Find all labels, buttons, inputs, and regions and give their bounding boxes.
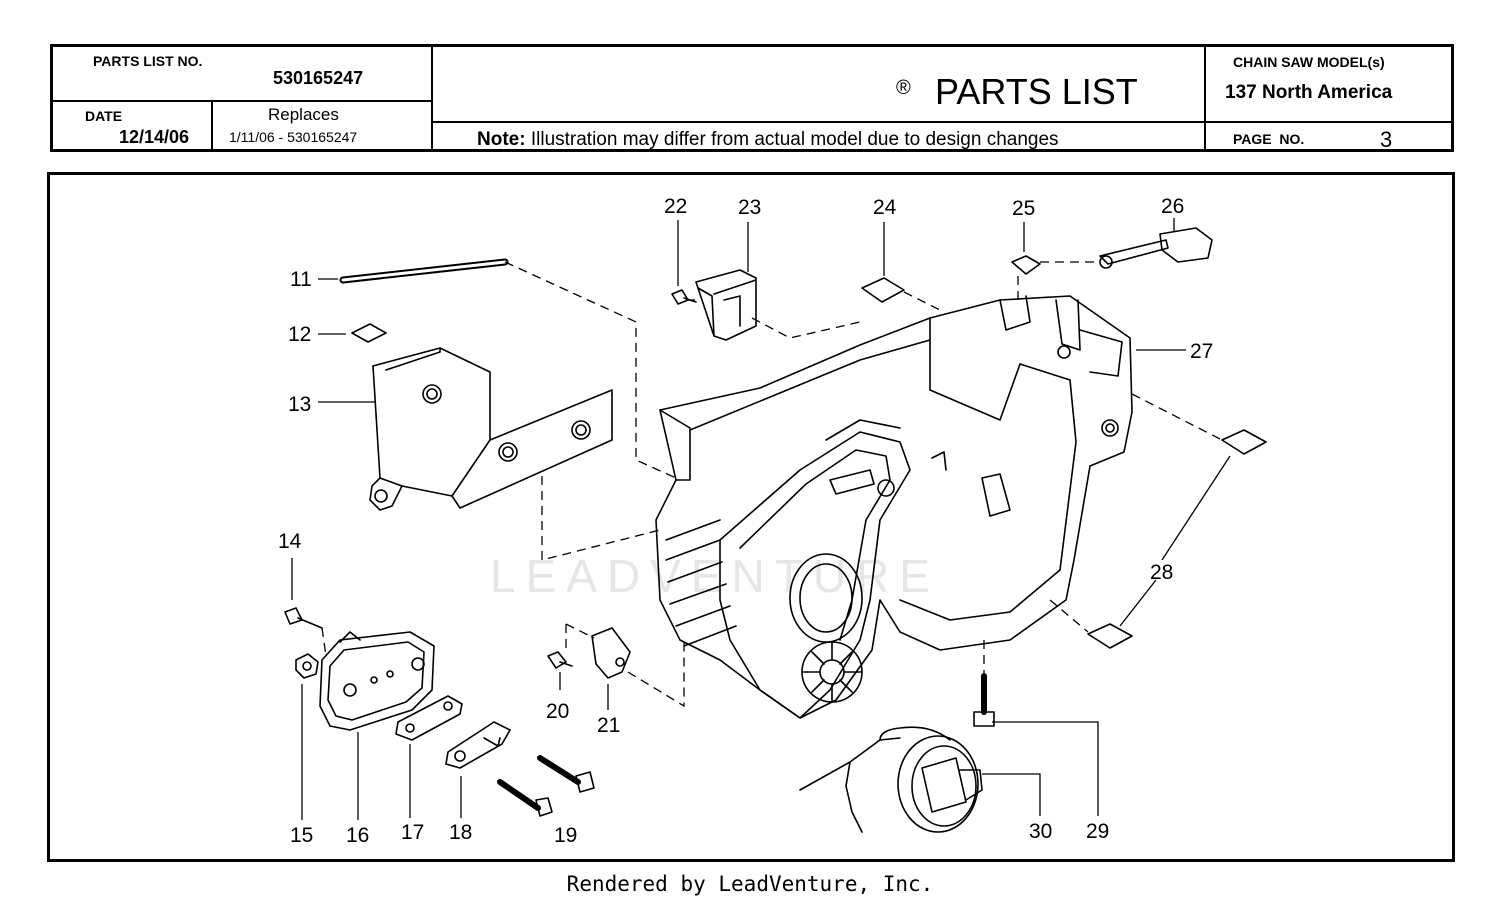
part-drawings: [284, 227, 1267, 833]
callout-16: 16: [346, 824, 369, 847]
part-29-bolt: [973, 673, 995, 727]
parts-list-header: PARTS LIST NO. 530165247 DATE 12/14/06 R…: [50, 44, 1454, 152]
callout-11: 11: [290, 268, 312, 291]
divider: [211, 101, 213, 152]
divider: [53, 100, 433, 102]
callout-21: 21: [597, 714, 620, 737]
part-23-block: [695, 269, 757, 341]
part-18-tensioner: [445, 721, 511, 769]
part-14-screw: [284, 607, 323, 629]
note-text: Illustration may differ from actual mode…: [530, 129, 1059, 150]
part-26-lever: [1099, 227, 1213, 269]
callout-25: 25: [1012, 197, 1035, 220]
page-number: 3: [1380, 127, 1393, 152]
callout-27: 27: [1190, 340, 1213, 363]
part-11-rod: [339, 258, 509, 284]
parts-list-no-value: 530165247: [273, 68, 364, 88]
model-label: CHAIN SAW MODEL(s): [1233, 54, 1385, 70]
part-22-screw: [671, 289, 697, 305]
registered-mark: ®: [896, 77, 911, 99]
callout-12: 12: [288, 323, 311, 346]
part-15-nut: [295, 653, 319, 679]
leader-lines: [291, 218, 1231, 820]
callout-labels: 11 12 13 14 15 16 17 18 19 20 21 22 23 2…: [278, 195, 1213, 847]
callout-18: 18: [449, 821, 472, 844]
part-30-cap: [799, 726, 983, 833]
divider: [431, 121, 1454, 123]
callout-22: 22: [664, 195, 687, 218]
callout-26: 26: [1161, 195, 1184, 218]
divider: [1204, 47, 1206, 152]
part-16-plate: [319, 631, 435, 731]
part-19-screws: [497, 755, 595, 817]
replaces-value: 1/11/06 - 530165247: [229, 129, 358, 145]
callout-28: 28: [1150, 561, 1173, 584]
model-value: 137 North America: [1225, 82, 1393, 103]
part-28-nut-bottom: [1087, 623, 1133, 649]
callout-20: 20: [546, 700, 569, 723]
replaces-label: Replaces: [268, 105, 339, 124]
note-label: Note:: [477, 129, 526, 150]
part-12-nut: [351, 323, 387, 343]
main-crankcase-housing: [655, 295, 1133, 719]
diagram-frame: [47, 172, 1455, 862]
callout-30: 30: [1029, 820, 1052, 843]
assembly-lines: [321, 261, 1223, 708]
part-21-catcher: [591, 627, 631, 679]
part-13-bracket: [369, 347, 613, 511]
date-value: 12/14/06: [119, 127, 190, 147]
callout-13: 13: [288, 393, 311, 416]
callout-17: 17: [401, 821, 424, 844]
rendered-by-footer: Rendered by LeadVenture, Inc.: [566, 872, 934, 896]
part-20-screw: [547, 651, 573, 669]
callout-24: 24: [873, 196, 897, 219]
callout-19: 19: [554, 824, 577, 847]
divider: [431, 47, 433, 152]
date-label: DATE: [85, 108, 123, 124]
callout-29: 29: [1086, 820, 1109, 843]
page-label: PAGE NO.: [1233, 131, 1305, 147]
note: Note: Illustration may differ from actua…: [477, 129, 1059, 151]
callout-14: 14: [278, 530, 302, 553]
part-24-nut: [861, 277, 905, 303]
page-title: PARTS LIST: [935, 71, 1138, 112]
part-28-nut-top: [1221, 429, 1267, 455]
callout-23: 23: [738, 196, 761, 219]
callout-15: 15: [290, 824, 313, 847]
part-25-nut: [1011, 255, 1041, 275]
part-17-link: [395, 695, 463, 741]
parts-list-no-label: PARTS LIST NO.: [93, 53, 203, 69]
